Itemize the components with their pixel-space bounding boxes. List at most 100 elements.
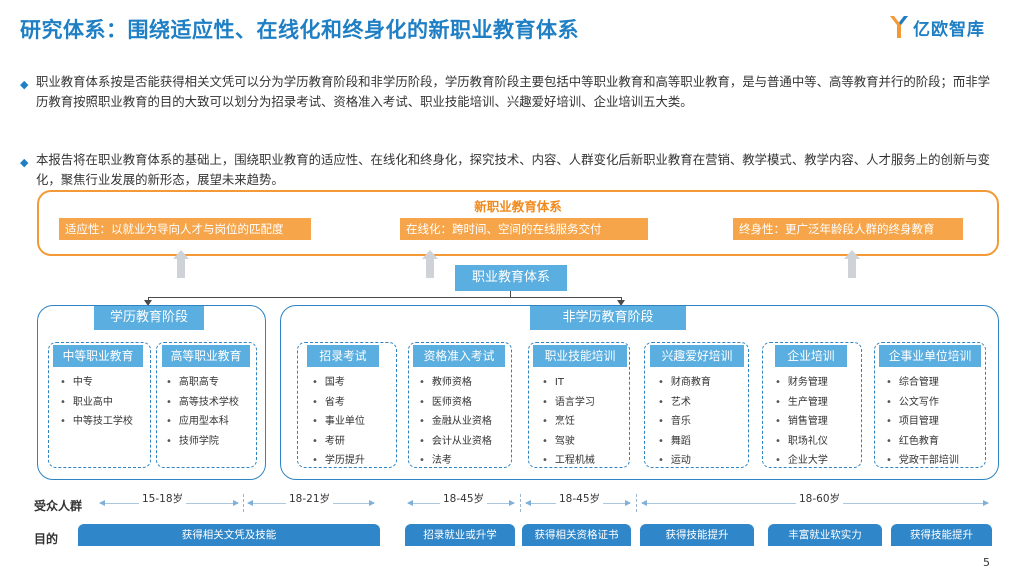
category-label: 职业技能培训 — [533, 345, 627, 367]
category-items: 高职高专 高等技术学校 应用型本科 技师学院 — [166, 373, 239, 451]
new-system-title: 新职业教育体系 — [474, 199, 562, 214]
list-item: 烹饪 — [542, 412, 595, 432]
goal-bar: 获得相关资格证书 — [522, 524, 631, 546]
goal-bar: 获得相关文凭及技能 — [78, 524, 380, 546]
age-range-text: 15-18岁 — [139, 491, 187, 506]
list-item: 教师资格 — [419, 373, 492, 393]
academic-label: 学历教育阶段 — [94, 306, 204, 330]
list-item: 职业高中 — [60, 393, 133, 413]
list-item: 工程机械 — [542, 451, 595, 471]
lifelong-tag: 终身性：更广泛年龄段人群的终身教育 — [733, 218, 963, 240]
bullet-text: 本报告将在职业教育体系的基础上，围绕职业教育的适应性、在线化和终身化，探究技术、… — [36, 152, 991, 187]
list-item: 会计从业资格 — [419, 432, 492, 452]
page-number: 5 — [983, 556, 990, 569]
age-range-text: 18-60岁 — [796, 491, 844, 506]
list-item: 企业大学 — [775, 451, 828, 471]
list-item: 音乐 — [658, 412, 711, 432]
category-label: 资格准入考试 — [413, 345, 505, 367]
list-item: 中等技工学校 — [60, 412, 133, 432]
logo-icon — [890, 16, 908, 38]
category-items: 综合管理 公文写作 项目管理 红色教育 党政干部培训 — [886, 373, 959, 471]
arrow-down-icon — [617, 300, 625, 306]
list-item: 职场礼仪 — [775, 432, 828, 452]
list-item: 项目管理 — [886, 412, 959, 432]
academic-group — [37, 305, 266, 480]
online-tag: 在线化：跨时间、空间的在线服务交付 — [400, 218, 648, 240]
diamond-bullet-icon: ◆ — [20, 156, 29, 169]
goal-bar: 获得技能提升 — [891, 524, 992, 546]
page-title: 研究体系：围绕适应性、在线化和终身化的新职业教育体系 — [20, 18, 579, 42]
category-label: 中等职业教育 — [53, 345, 143, 367]
list-item: 应用型本科 — [166, 412, 239, 432]
list-item: 艺术 — [658, 393, 711, 413]
connector-line — [148, 297, 149, 301]
goal-bar: 招录就业或升学 — [405, 524, 515, 546]
list-item: 红色教育 — [886, 432, 959, 452]
list-item: 医师资格 — [419, 393, 492, 413]
list-item: 运动 — [658, 451, 711, 471]
non-academic-group — [280, 305, 999, 480]
list-item: 金融从业资格 — [419, 412, 492, 432]
list-item: 中专 — [60, 373, 133, 393]
list-item: 考研 — [312, 432, 365, 452]
list-item: 事业单位 — [312, 412, 365, 432]
goal-bar: 获得技能提升 — [640, 524, 754, 546]
logo-text: 亿欧智库 — [913, 19, 985, 40]
list-item: 法考 — [419, 451, 492, 471]
category-box-secondary — [48, 342, 151, 468]
list-item: 省考 — [312, 393, 365, 413]
age-range-text: 18-45岁 — [556, 491, 604, 506]
brand-logo: 亿欧智库 — [888, 14, 985, 40]
age-range-text: 18-45岁 — [440, 491, 488, 506]
list-item: 舞蹈 — [658, 432, 711, 452]
new-system-panel: 新职业教育体系 适应性：以就业为导向人才与岗位的匹配度 在线化：跨时间、空间的在… — [37, 190, 999, 256]
bullet-text: 职业教育体系按是否能获得相关文凭可以分为学历教育阶段和非学历阶段，学历教育阶段主… — [36, 74, 991, 109]
diamond-bullet-icon: ◆ — [20, 78, 29, 91]
category-items: 财商教育 艺术 音乐 舞蹈 运动 — [658, 373, 711, 471]
list-item: IT — [542, 373, 595, 393]
list-item: 高职高专 — [166, 373, 239, 393]
category-items: IT 语言学习 烹饪 驾驶 工程机械 — [542, 373, 595, 471]
arrow-down-icon — [144, 300, 152, 306]
list-item: 公文写作 — [886, 393, 959, 413]
up-arrow-icon — [173, 250, 189, 278]
category-label: 高等职业教育 — [162, 345, 250, 367]
audience-row-label: 受众人群 — [34, 499, 83, 513]
age-separator — [520, 494, 521, 512]
list-item: 高等技术学校 — [166, 393, 239, 413]
list-item: 综合管理 — [886, 373, 959, 393]
non-academic-label: 非学历教育阶段 — [530, 306, 686, 330]
category-label: 兴趣爱好培训 — [650, 345, 744, 367]
age-separator — [243, 494, 244, 512]
list-item: 技师学院 — [166, 432, 239, 452]
age-range-text: 18-21岁 — [286, 491, 334, 506]
goal-bar: 丰富就业软实力 — [768, 524, 882, 546]
age-separator — [636, 494, 637, 512]
list-item: 党政干部培训 — [886, 451, 959, 471]
list-item: 财务管理 — [775, 373, 828, 393]
category-label: 企业培训 — [775, 345, 847, 367]
list-item: 学历提升 — [312, 451, 365, 471]
intro-bullet: ◆ 职业教育体系按是否能获得相关文凭可以分为学历教育阶段和非学历阶段，学历教育阶… — [20, 72, 998, 112]
category-items: 财务管理 生产管理 销售管理 职场礼仪 企业大学 — [775, 373, 828, 471]
intro-bullet: ◆ 本报告将在职业教育体系的基础上，围绕职业教育的适应性、在线化和终身化，探究技… — [20, 150, 998, 190]
adaptability-tag: 适应性：以就业为导向人才与岗位的匹配度 — [59, 218, 311, 240]
up-arrow-icon — [422, 250, 438, 278]
up-arrow-icon — [844, 250, 860, 278]
category-label: 企事业单位培训 — [879, 345, 981, 367]
category-label: 招录考试 — [307, 345, 379, 367]
list-item: 财商教育 — [658, 373, 711, 393]
list-item: 语言学习 — [542, 393, 595, 413]
list-item: 生产管理 — [775, 393, 828, 413]
list-item: 销售管理 — [775, 412, 828, 432]
category-items: 国考 省考 事业单位 考研 学历提升 — [312, 373, 365, 471]
connector-line — [510, 291, 511, 297]
purpose-row-label: 目的 — [34, 532, 59, 546]
vocational-system-box: 职业教育体系 — [455, 265, 567, 291]
category-items: 教师资格 医师资格 金融从业资格 会计从业资格 法考 — [419, 373, 492, 471]
category-box-higher — [156, 342, 257, 468]
list-item: 国考 — [312, 373, 365, 393]
connector-line — [621, 297, 622, 301]
connector-line — [148, 297, 622, 298]
category-items: 中专 职业高中 中等技工学校 — [60, 373, 133, 432]
